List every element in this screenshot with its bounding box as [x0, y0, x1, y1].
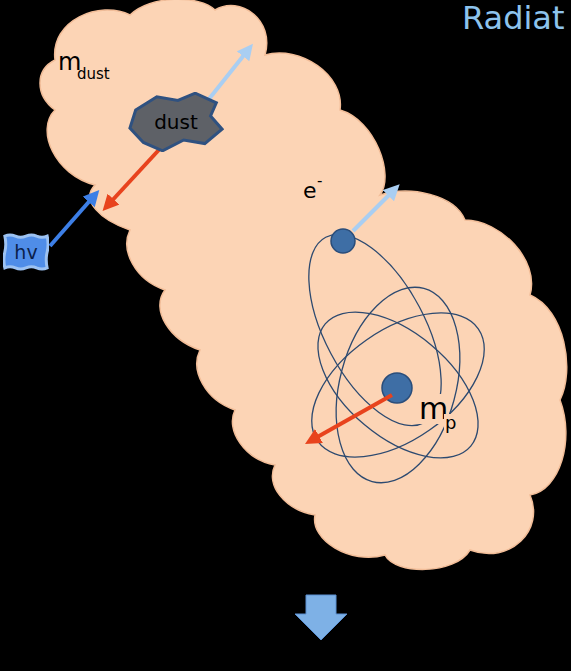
node-text: hv	[14, 241, 37, 263]
atom-orbits	[282, 214, 510, 497]
dust-grain: dust	[128, 92, 224, 152]
electron-symbol: e	[303, 180, 317, 202]
dust-radiation-force-arrow	[205, 50, 248, 104]
photon-arrow	[50, 196, 94, 246]
electron	[331, 229, 355, 253]
mass-subscript: p	[444, 414, 457, 432]
slide-title-fragment: Radiat	[462, 2, 565, 34]
down-block-arrow	[295, 595, 347, 640]
proton-gravity-arrow	[312, 395, 392, 440]
gas-cloud	[40, 0, 567, 569]
mass-subscript: dust	[77, 67, 110, 82]
photon-box: hv	[3, 233, 49, 271]
charge-superscript: -	[317, 174, 322, 189]
electron-force-arrow	[353, 190, 394, 231]
node-text: dust	[154, 110, 198, 134]
